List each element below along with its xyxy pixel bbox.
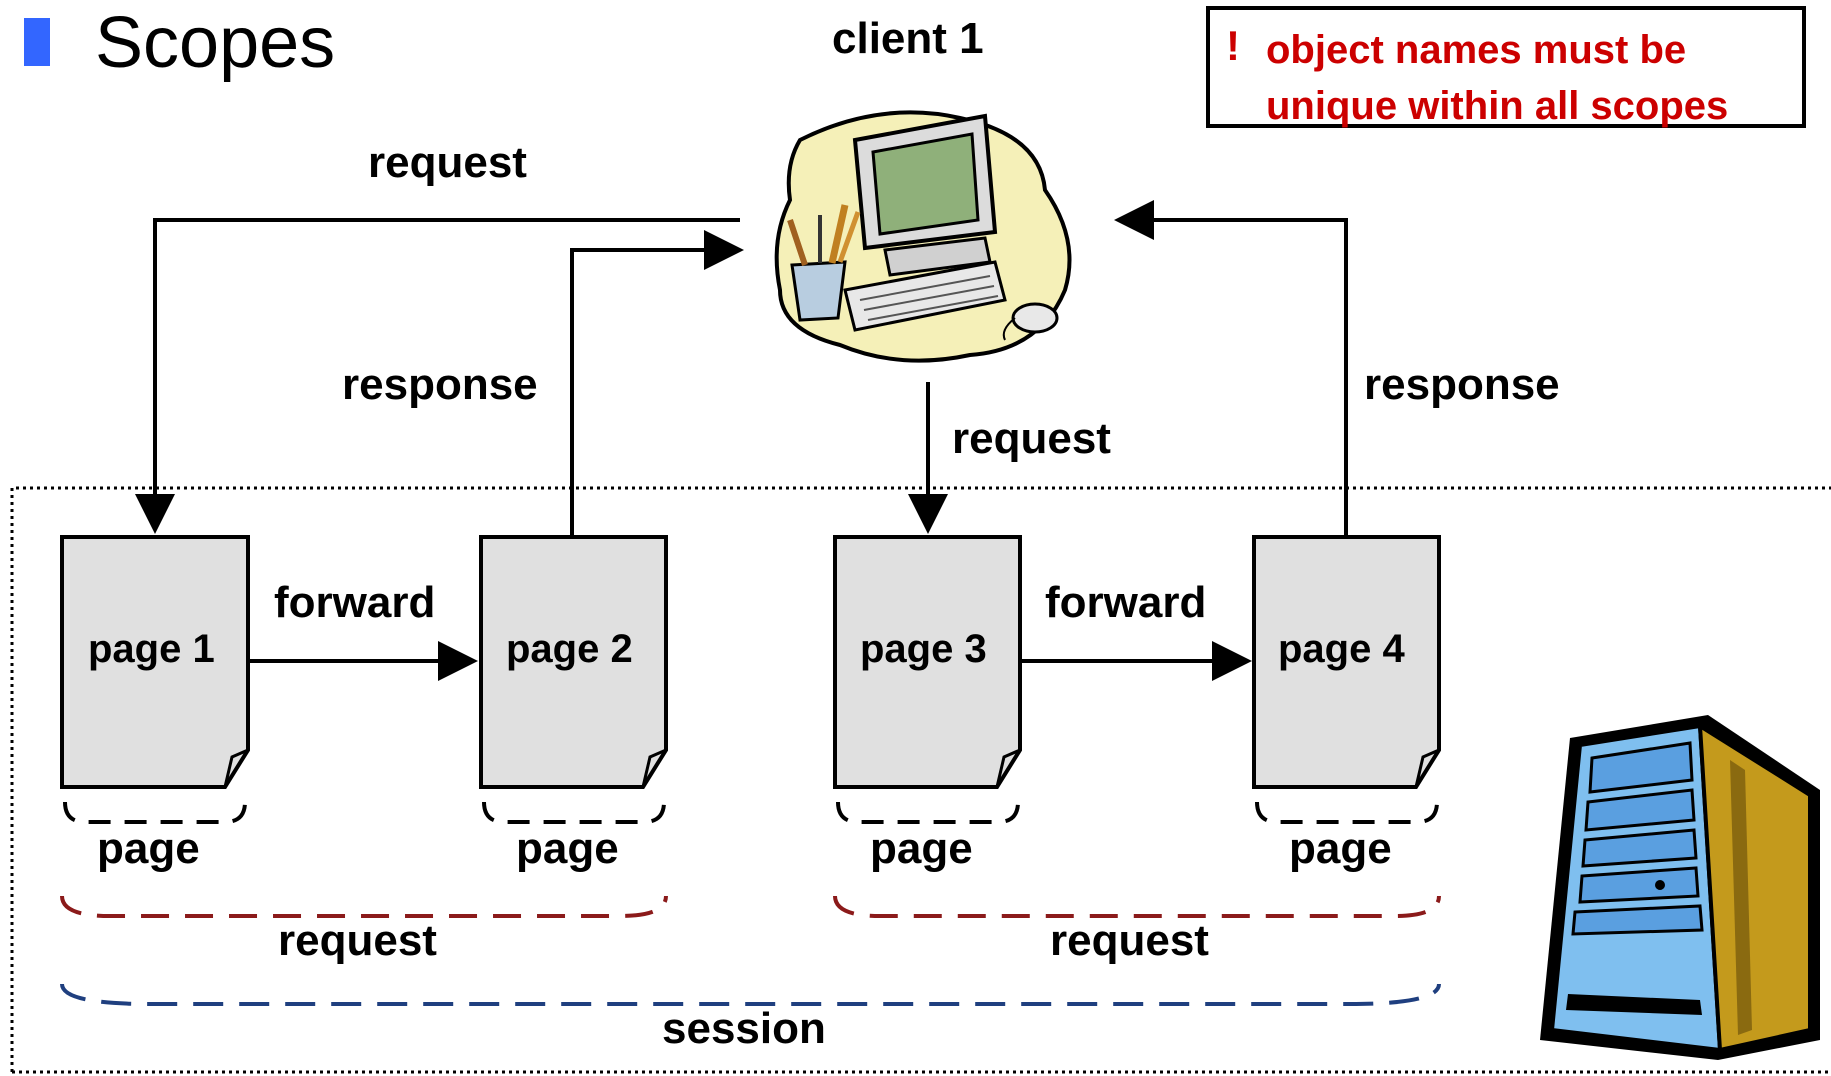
warning-note: ! object names must be unique within all… [1206,6,1806,128]
page-3-doc [833,535,1022,789]
client-label: client 1 [832,14,984,63]
page-3-label: page 3 [860,627,987,671]
page-title: Scopes [95,3,336,83]
request-label-top-left: request [368,138,527,187]
title-bullet [24,18,50,66]
page-4-label: page 4 [1278,627,1405,671]
page-2-brace [482,801,666,824]
desktop-computer-icon [774,110,1072,363]
response-arrow-left [570,230,744,535]
page-scope-label-4: page [1289,824,1392,873]
response-label-left: response [342,360,538,409]
warning-line-2: unique within all scopes [1266,84,1729,128]
forward-label-left: forward [274,578,436,627]
response-label-right: response [1364,360,1560,409]
page-1-doc [60,535,250,789]
page-1-brace [63,801,247,824]
page-2-label: page 2 [506,627,633,671]
page-scope-label-2: page [516,824,619,873]
page-4-doc [1252,535,1441,789]
response-arrow-right [1114,200,1348,535]
server-tower-icon [1540,715,1820,1060]
page-3-brace [836,801,1020,824]
page-2-doc [479,535,668,789]
request-brace-left [60,895,668,918]
session-brace [60,983,1441,1006]
warning-mark: ! [1226,22,1240,69]
request-arrow-left [135,218,740,534]
page-1-label: page 1 [88,627,215,671]
warning-text: object names must be unique within all s… [1266,22,1728,134]
warning-line-1: object names must be [1266,28,1687,72]
page-4-brace [1255,801,1439,824]
request-scope-label-left: request [278,916,437,965]
request-label-center: request [952,414,1111,463]
request-brace-right [833,895,1441,918]
session-scope-label: session [662,1004,826,1053]
page-scope-label-1: page [97,824,200,873]
request-scope-label-right: request [1050,916,1209,965]
forward-label-right: forward [1045,578,1207,627]
page-scope-label-3: page [870,824,973,873]
session-region-border [10,486,1831,1072]
